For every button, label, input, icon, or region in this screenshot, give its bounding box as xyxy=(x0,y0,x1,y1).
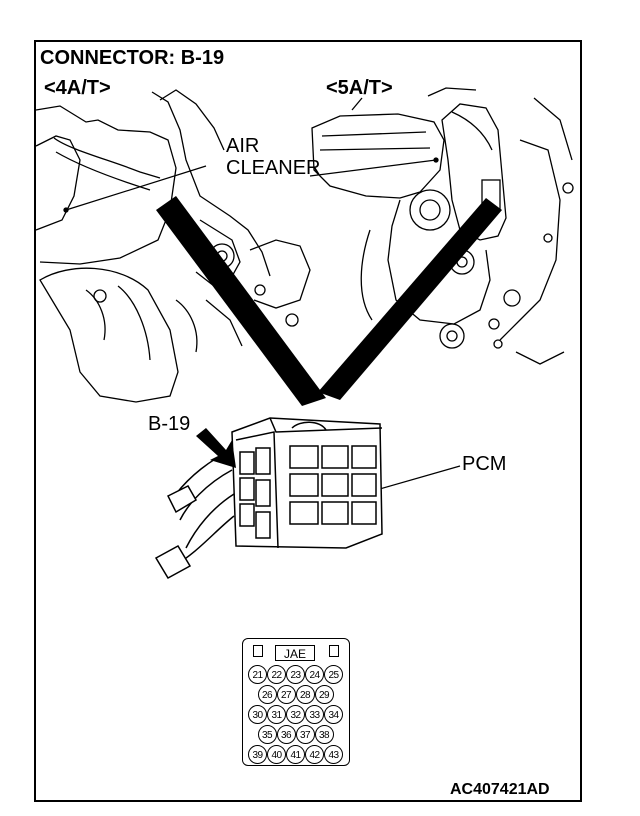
connector-pin: 29 xyxy=(314,685,334,704)
connector-pin: 43 xyxy=(324,745,343,764)
pcm-label: PCM xyxy=(462,453,507,475)
connector-pin: 22 xyxy=(267,665,286,684)
connector-pin: 41 xyxy=(286,745,305,764)
connector-pin: 42 xyxy=(305,745,324,764)
connector-pin: 25 xyxy=(324,665,343,684)
connector-pin: 33 xyxy=(305,705,324,724)
connector-latch-tab xyxy=(329,645,339,657)
connector-pin: 26 xyxy=(257,685,277,704)
connector-pin: 23 xyxy=(286,665,305,684)
connector-pin: 36 xyxy=(276,725,296,744)
air-cleaner-label-line1: AIR xyxy=(226,135,260,157)
connector-pin: 32 xyxy=(286,705,305,724)
connector-pin: 39 xyxy=(248,745,267,764)
connector-pin: 34 xyxy=(324,705,343,724)
connector-pin: 35 xyxy=(257,725,277,744)
air-cleaner-label-line2: CLEANER xyxy=(226,157,321,179)
variant-5at-label: <5A/T> xyxy=(326,77,393,99)
diagram-frame xyxy=(34,40,582,802)
connector-callout-label: B-19 xyxy=(148,413,191,435)
variant-4at-label: <4A/T> xyxy=(44,77,111,99)
connector-latch-tab xyxy=(253,645,263,657)
connector-pin: 24 xyxy=(305,665,324,684)
figure-code: AC407421AD xyxy=(450,781,550,798)
connector-maker-label: JAE xyxy=(275,645,315,661)
connector-pin: 37 xyxy=(295,725,315,744)
connector-pin: 21 xyxy=(248,665,267,684)
connector-pin: 40 xyxy=(267,745,286,764)
connector-pin: 31 xyxy=(267,705,286,724)
connector-pin: 38 xyxy=(314,725,334,744)
connector-pin: 30 xyxy=(248,705,267,724)
connector-pin: 27 xyxy=(276,685,296,704)
connector-pin: 28 xyxy=(295,685,315,704)
diagram-title: CONNECTOR: B-19 xyxy=(40,47,225,69)
